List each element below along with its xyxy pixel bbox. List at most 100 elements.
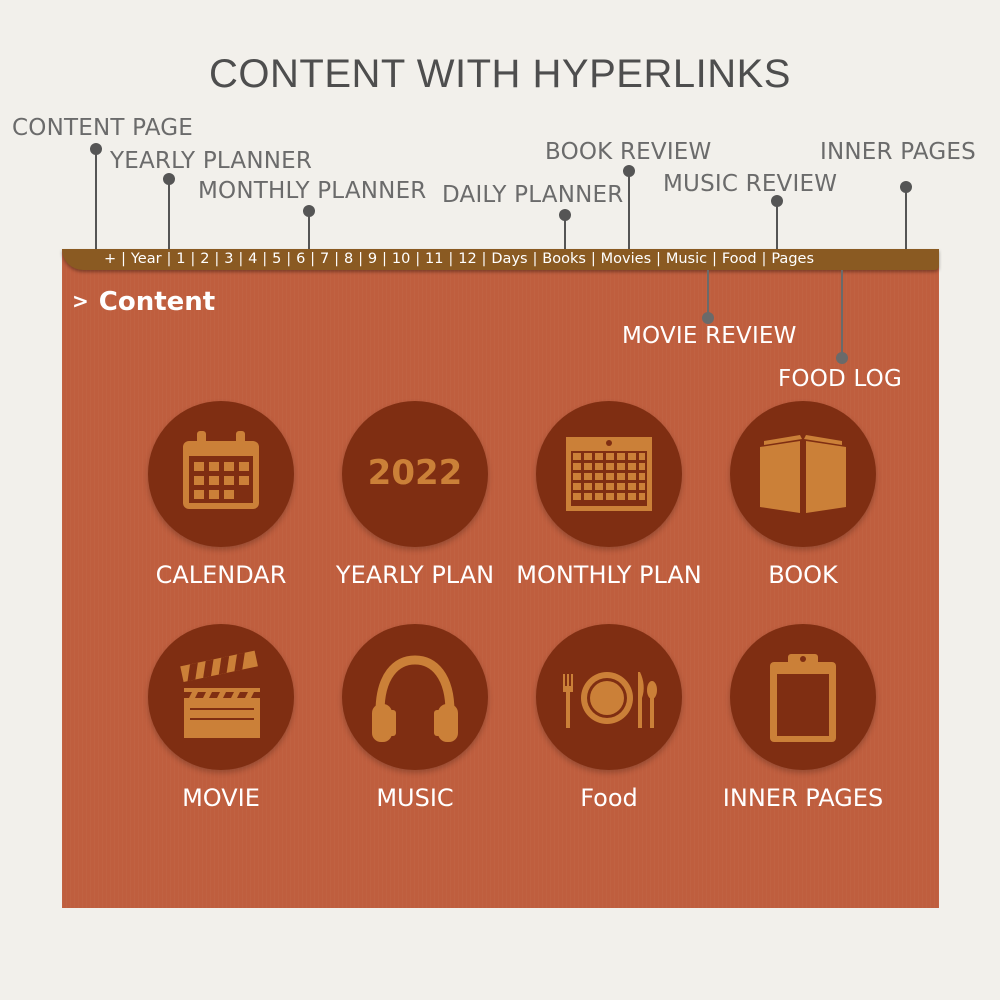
- tab-separator: |: [358, 251, 363, 267]
- tab-separator: |: [334, 251, 339, 267]
- tab-separator: |: [214, 251, 220, 267]
- pointer-dot: [163, 173, 175, 185]
- pointer-dot: [771, 195, 783, 207]
- tab-month-2[interactable]: 2: [200, 251, 210, 267]
- tile-circle[interactable]: 2022: [342, 401, 488, 547]
- tab-month-3[interactable]: 3: [224, 251, 234, 267]
- tab-separator: |: [415, 251, 421, 267]
- tab-books[interactable]: Books: [542, 251, 586, 267]
- pointer-dot: [900, 181, 912, 193]
- tab-days[interactable]: Days: [491, 251, 528, 267]
- tab-separator: |: [590, 251, 596, 267]
- pointer-line: [905, 188, 907, 250]
- tab-separator: |: [532, 251, 538, 267]
- callout-movie-review: MOVIE REVIEW: [622, 323, 797, 349]
- content-heading-text: Content: [98, 287, 216, 317]
- calendar-icon: [183, 431, 259, 509]
- tile-label-movie: MOVIE: [182, 784, 260, 812]
- pointer-dot: [90, 143, 102, 155]
- tab-separator: |: [121, 251, 126, 267]
- callout-book-review: BOOK REVIEW: [545, 139, 712, 165]
- pointer-line: [776, 202, 778, 250]
- tile-label-inner-pages: INNER PAGES: [722, 784, 884, 812]
- pointer-dot: [303, 205, 315, 217]
- tile-label-music: MUSIC: [376, 784, 454, 812]
- content-heading: > Content: [72, 287, 215, 317]
- pointer-line: [707, 270, 709, 315]
- tile-yearly-plan[interactable]: 2022 YEARLY PLAN: [320, 401, 510, 589]
- tab-month-9[interactable]: 9: [367, 251, 378, 267]
- tab-month-1[interactable]: 1: [176, 251, 186, 267]
- callout-content-page: CONTENT PAGE: [12, 115, 193, 141]
- callout-food-log: FOOD LOG: [778, 366, 902, 392]
- tile-circle[interactable]: [148, 401, 294, 547]
- tile-label-food: Food: [580, 784, 638, 812]
- chevron-right-icon: >: [72, 289, 89, 313]
- content-page: [62, 249, 939, 908]
- tile-label-book: BOOK: [768, 561, 838, 589]
- pointer-dot: [623, 165, 635, 177]
- tile-monthly-plan[interactable]: MONTHLY PLAN: [514, 401, 704, 589]
- pointer-line: [95, 150, 97, 250]
- headphones-icon: [372, 655, 458, 742]
- tab-music[interactable]: Music: [665, 251, 708, 267]
- year-2022-icon: 2022: [367, 453, 463, 493]
- plate-cutlery-icon: [563, 672, 657, 728]
- tile-inner-pages[interactable]: INNER PAGES: [708, 624, 898, 812]
- tile-circle[interactable]: [730, 401, 876, 547]
- book-icon: [760, 435, 846, 515]
- pointer-line: [841, 270, 843, 356]
- tab-separator: |: [310, 251, 316, 267]
- tile-circle[interactable]: [730, 624, 876, 770]
- callout-monthly-planner: MONTHLY PLANNER: [198, 178, 427, 204]
- tab-separator: |: [481, 251, 487, 267]
- tab-food[interactable]: Food: [721, 251, 757, 267]
- tile-food[interactable]: Food: [514, 624, 704, 812]
- tab-year[interactable]: Year: [130, 251, 162, 267]
- tab-month-10[interactable]: 10: [391, 251, 411, 267]
- tab-separator: |: [190, 251, 196, 267]
- tab-separator: |: [656, 251, 661, 267]
- callout-yearly-planner: YEARLY PLANNER: [110, 148, 313, 174]
- tab-separator: |: [166, 251, 172, 267]
- tab-separator: |: [382, 251, 387, 267]
- tab-pages[interactable]: Pages: [771, 251, 815, 267]
- callout-inner-pages: INNER PAGES: [820, 139, 976, 165]
- tab-separator: |: [448, 251, 454, 267]
- pointer-line: [168, 180, 170, 250]
- tab-month-12[interactable]: 12: [458, 251, 477, 267]
- tile-music[interactable]: MUSIC: [320, 624, 510, 812]
- clapperboard-icon: [180, 650, 260, 738]
- tab-plus[interactable]: +: [104, 251, 117, 267]
- tile-circle[interactable]: [536, 624, 682, 770]
- tile-circle[interactable]: [536, 401, 682, 547]
- tab-separator: |: [262, 251, 268, 267]
- monthly-calendar-icon: [566, 437, 652, 511]
- tile-label-calendar: CALENDAR: [155, 561, 287, 589]
- page-title: CONTENT WITH HYPERLINKS: [209, 52, 791, 96]
- pointer-dot: [702, 312, 714, 324]
- tab-movies[interactable]: Movies: [600, 251, 652, 267]
- tab-month-7[interactable]: 7: [320, 251, 330, 267]
- clipboard-icon: [770, 654, 836, 742]
- tile-book[interactable]: BOOK: [708, 401, 898, 589]
- tile-circle[interactable]: [342, 624, 488, 770]
- pointer-line: [564, 216, 566, 250]
- tab-bar: + | Year | 1 | 2 | 3 | 4 | 5 | 6 | 7 | 8…: [62, 249, 939, 270]
- pointer-dot: [559, 209, 571, 221]
- tab-month-4[interactable]: 4: [248, 251, 258, 267]
- tile-calendar[interactable]: CALENDAR: [126, 401, 316, 589]
- tab-separator: |: [286, 251, 292, 267]
- tile-circle[interactable]: [148, 624, 294, 770]
- tab-separator: |: [761, 251, 767, 267]
- pointer-line: [308, 212, 310, 250]
- tile-label-yearly-plan: YEARLY PLAN: [335, 561, 495, 589]
- callout-music-review: MUSIC REVIEW: [663, 171, 838, 197]
- tab-month-8[interactable]: 8: [343, 251, 354, 267]
- tab-separator: |: [238, 251, 244, 267]
- tab-month-11[interactable]: 11: [425, 251, 444, 267]
- tile-movie[interactable]: MOVIE: [126, 624, 316, 812]
- tab-month-6[interactable]: 6: [296, 251, 306, 267]
- tab-separator: |: [712, 251, 717, 267]
- tab-month-5[interactable]: 5: [272, 251, 282, 267]
